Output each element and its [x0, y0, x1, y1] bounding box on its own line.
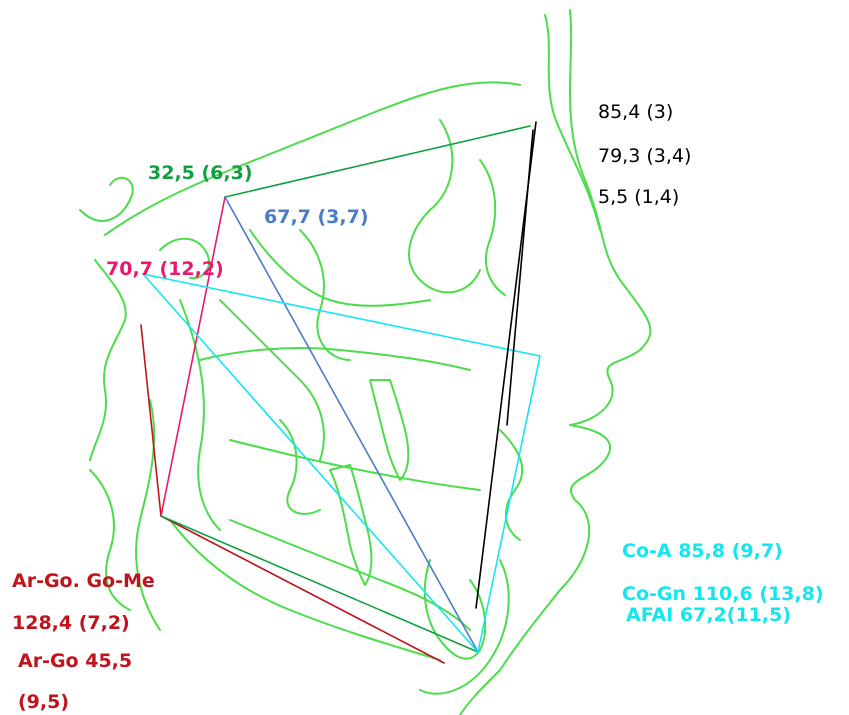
ramus-curve — [179, 299, 221, 531]
black-measurement-2: 79,3 (3,4) — [598, 145, 692, 167]
cyan-co-gn-line — [142, 273, 479, 653]
cyan-co-a-line — [142, 273, 541, 357]
palatal-curve — [199, 347, 471, 371]
sella-curve — [159, 237, 210, 280]
symphysis-curve — [423, 559, 487, 660]
red-measurement-1: Ar-Go. Go-Me — [12, 570, 155, 592]
green-mandibular-line — [160, 515, 479, 653]
cyan-measurement-1: Co-A 85,8 (9,7) — [622, 540, 783, 562]
blue-line — [224, 196, 479, 653]
cranial-outline — [104, 81, 521, 236]
mandible-inner-curve — [229, 519, 471, 631]
red-mandibular-line — [160, 515, 445, 664]
lower-incisor — [329, 464, 373, 586]
vertebra-curve — [89, 469, 131, 611]
maxilla-curve — [219, 299, 325, 461]
chin-soft-tissue — [419, 559, 510, 695]
lip-curve — [499, 429, 524, 541]
upper-incisor — [369, 379, 410, 481]
cyan-measurement-2: Co-Gn 110,6 (13,8) — [622, 583, 824, 605]
green-measurement-label: 32,5 (6,3) — [148, 162, 253, 184]
cyan-afai-line — [477, 355, 541, 653]
black-measurement-3: 5,5 (1,4) — [598, 186, 680, 208]
skull-base-curve — [79, 176, 134, 222]
green-sn-line — [224, 125, 531, 198]
black-measurement-1: 85,4 (3) — [598, 101, 674, 123]
red-ramus-line — [140, 324, 162, 517]
red-measurement-2: 128,4 (7,2) — [12, 612, 130, 634]
lower-border-curve — [169, 519, 441, 661]
ear-region-curve — [89, 259, 127, 461]
frontal-sinus-curve — [479, 159, 506, 296]
pink-line — [160, 196, 226, 517]
pharynx-curve — [135, 399, 161, 631]
red-measurement-3: Ar-Go 45,5 — [18, 650, 133, 672]
black-line-2 — [506, 129, 534, 426]
orbit-curve — [408, 119, 481, 294]
inner-face-curve — [299, 229, 351, 361]
analysis-lines — [140, 121, 541, 664]
occlusal-curve — [229, 439, 481, 491]
cyan-measurement-3: AFAI 67,2(11,5) — [626, 604, 792, 626]
pink-measurement-label: 70,7 (12,2) — [106, 258, 224, 280]
blue-measurement-label: 67,7 (3,7) — [264, 206, 369, 228]
red-measurement-4: (9,5) — [18, 691, 70, 713]
anatomical-tracing — [79, 9, 652, 715]
forehead-curve — [544, 14, 601, 231]
molar-curve — [279, 419, 321, 515]
nasal-line — [249, 229, 431, 307]
